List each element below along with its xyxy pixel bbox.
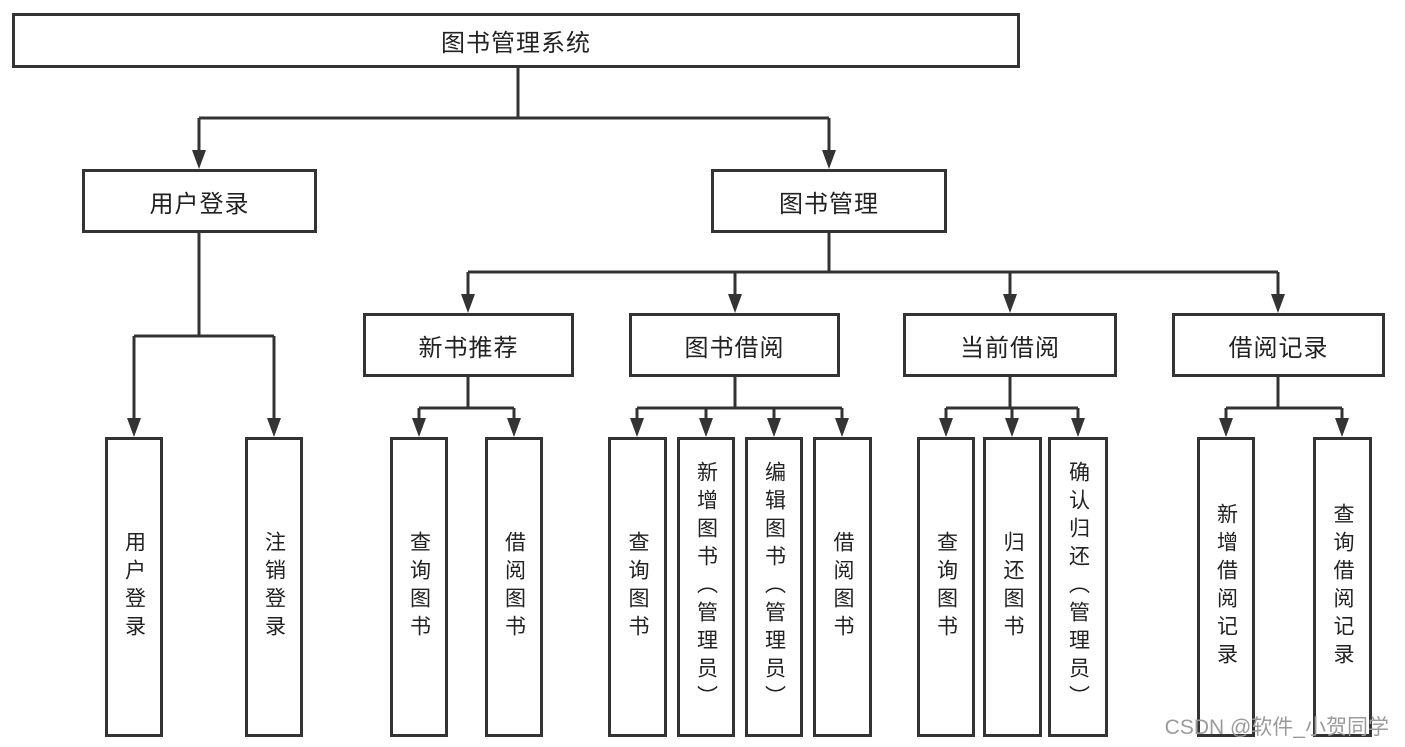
node-book-borrowing: 图书借阅: [629, 313, 840, 377]
node-label: 新增图书（管理员）: [694, 461, 718, 713]
node-label: 查询图书: [934, 531, 958, 643]
leaf-logout: 注销登录: [245, 437, 303, 737]
node-label: 确认归还（管理员）: [1066, 461, 1090, 713]
node-label: 图书管理系统: [441, 30, 591, 57]
leaf-query-books-recommend: 查询图书: [390, 437, 448, 737]
node-book-management: 图书管理: [711, 169, 947, 233]
node-new-book-recommendation: 新书推荐: [363, 313, 574, 377]
node-label: 新书推荐: [418, 334, 519, 362]
node-label: 新增借阅记录: [1214, 503, 1238, 671]
node-label: 查询图书: [407, 531, 431, 643]
node-label: 归还图书: [1001, 531, 1024, 643]
leaf-borrow-books-recommend: 借阅图书: [485, 437, 543, 737]
node-library-management-system: 图书管理系统: [12, 13, 1020, 68]
node-label: 查询图书: [626, 531, 649, 643]
node-label: 用户登录: [122, 531, 146, 643]
leaf-query-books-borrowing: 查询图书: [608, 437, 667, 737]
node-label: 图书管理: [779, 190, 879, 218]
node-label: 借阅图书: [502, 531, 526, 643]
node-current-borrowing: 当前借阅: [903, 313, 1117, 377]
node-label: 查询借阅记录: [1331, 503, 1354, 671]
leaf-query-books-current: 查询图书: [917, 437, 975, 737]
leaf-add-book-admin: 新增图书（管理员）: [677, 437, 735, 737]
leaf-confirm-return-admin: 确认归还（管理员）: [1048, 437, 1108, 737]
node-label: 用户登录: [149, 190, 250, 218]
leaf-query-borrow-record: 查询借阅记录: [1313, 437, 1372, 737]
leaf-borrow-books-borrowing: 借阅图书: [813, 437, 872, 737]
node-label: 借阅图书: [831, 531, 854, 643]
node-user-login: 用户登录: [82, 169, 317, 233]
leaf-return-books: 归还图书: [983, 437, 1042, 737]
node-label: 借阅记录: [1228, 334, 1329, 362]
node-borrowing-records: 借阅记录: [1172, 313, 1385, 377]
node-label: 图书借阅: [684, 334, 785, 362]
leaf-add-borrow-record: 新增借阅记录: [1197, 437, 1255, 737]
node-label: 注销登录: [262, 531, 286, 643]
node-label: 当前借阅: [960, 334, 1060, 362]
node-label: 编辑图书（管理员）: [762, 461, 786, 713]
leaf-user-login: 用户登录: [105, 437, 163, 737]
leaf-edit-book-admin: 编辑图书（管理员）: [745, 437, 803, 737]
